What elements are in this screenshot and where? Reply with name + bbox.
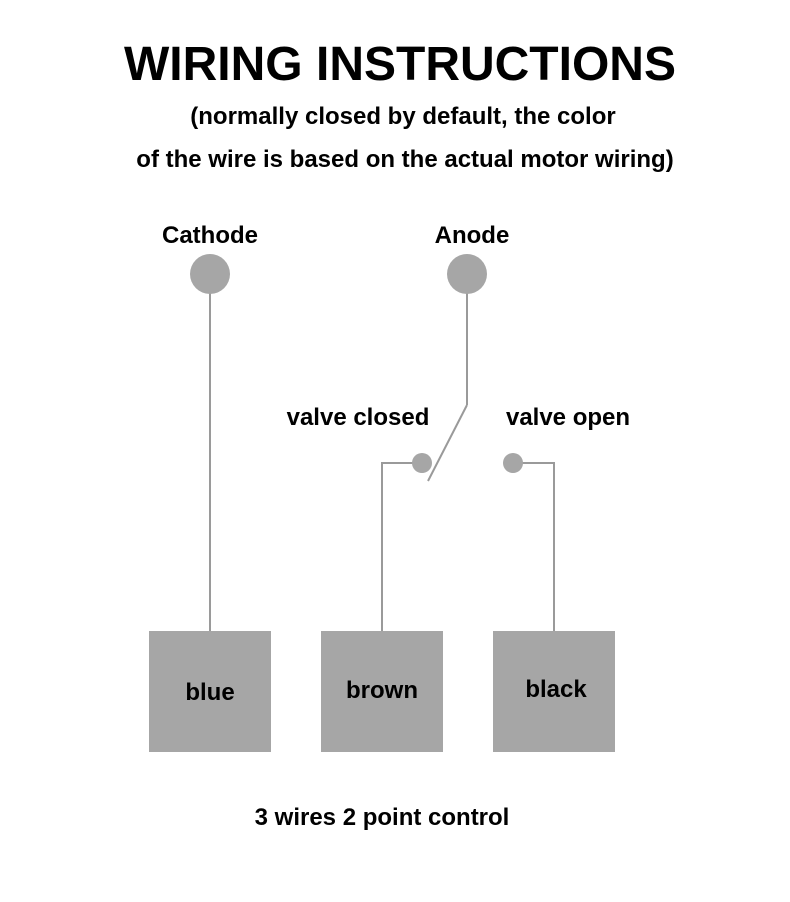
anode-terminal <box>447 254 487 294</box>
subtitle-line-1: (normally closed by default, the color <box>190 103 615 130</box>
black-wire <box>513 462 555 631</box>
valve-closed-contact <box>412 453 432 473</box>
valve-open-label: valve open <box>506 404 630 431</box>
page-title: WIRING INSTRUCTIONS <box>124 38 676 91</box>
blue-wire-box <box>149 631 271 752</box>
brown-wire-label: brown <box>346 677 418 704</box>
brown-wire-box <box>321 631 443 752</box>
valve-open-contact <box>503 453 523 473</box>
subtitle-line-2: of the wire is based on the actual motor… <box>136 146 673 173</box>
brown-wire <box>381 462 422 631</box>
black-wire-box <box>493 631 615 752</box>
diagram-caption: 3 wires 2 point control <box>255 804 510 831</box>
blue-wire-label: blue <box>185 679 234 706</box>
anode-label: Anode <box>435 222 510 249</box>
cathode-label: Cathode <box>162 222 258 249</box>
switch-blade <box>427 404 468 482</box>
valve-closed-label: valve closed <box>287 404 430 431</box>
black-wire-label: black <box>525 676 587 703</box>
cathode-terminal <box>190 254 230 294</box>
